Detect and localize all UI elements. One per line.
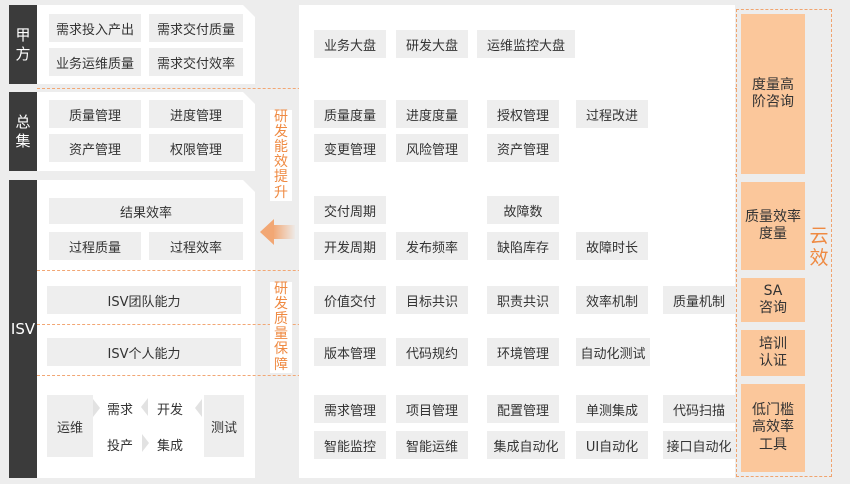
defect-inventory: 缺陷库存 [487, 232, 559, 260]
advanced-metrics-consulting-text: 度量高阶咨询 [752, 76, 794, 111]
cloud-effect-column [736, 9, 832, 477]
quality-label-text: 研发质量保障 [274, 281, 288, 373]
devops-prod: 投产 [102, 431, 138, 457]
fault-duration: 故障时长 [576, 232, 648, 260]
sa-consulting: SA咨询 [741, 278, 805, 322]
environment-management: 环境管理 [487, 338, 559, 366]
efficiency-mechanism: 效率机制 [576, 286, 648, 314]
devops-integ: 集成 [152, 431, 188, 457]
training-certification-text: 培训认证 [759, 335, 787, 370]
sa-consulting-text: SA咨询 [759, 282, 787, 317]
smart-ops: 智能运维 [396, 431, 468, 459]
section-jiafang: 甲方 [9, 5, 37, 84]
process-quality: 过程质量 [49, 232, 141, 260]
result-efficiency: 结果效率 [49, 198, 243, 224]
devops-test: 测试 [204, 395, 244, 457]
quality-efficiency-metrics-text: 质量效率度量 [745, 208, 801, 243]
training-certification: 培训认证 [741, 330, 805, 376]
progress-metrics: 进度度量 [396, 100, 468, 128]
ops-monitor-dashboard: 运维监控大盘 [477, 30, 575, 58]
chevron-left-icon [195, 399, 202, 417]
business-dashboard: 业务大盘 [314, 30, 386, 58]
goal-consensus: 目标共识 [396, 286, 468, 314]
chevron-left-icon [141, 398, 148, 416]
section-zongji: 总集 [9, 92, 37, 171]
api-automation: 接口自动化 [663, 431, 735, 459]
efficiency-improvement-label: 研发能效提升 [270, 109, 292, 201]
devops-req: 需求 [102, 395, 138, 421]
risk-management: 风险管理 [396, 134, 468, 162]
section-isv: ISV [9, 180, 37, 478]
quality-mechanism: 质量机制 [663, 286, 735, 314]
version-management: 版本管理 [314, 338, 386, 366]
low-barrier-tools-text: 低门槛高效率工具 [752, 401, 794, 453]
unit-test-integration: 单测集成 [576, 395, 648, 423]
arrow-left-icon [260, 219, 274, 245]
authorization-management: 授权管理 [487, 100, 559, 128]
efficiency-label-text: 研发能效提升 [274, 109, 288, 201]
delivery-cycle: 交付周期 [314, 196, 386, 224]
dev-cycle: 开发周期 [314, 232, 386, 260]
section-isv-label: ISV [10, 319, 36, 338]
quality-metrics: 质量度量 [314, 100, 386, 128]
chevron-right-icon [93, 399, 100, 417]
change-management: 变更管理 [314, 134, 386, 162]
section-zongji-label: 总集 [15, 112, 31, 150]
process-efficiency: 过程效率 [149, 232, 243, 260]
metric-demand-delivery-quality: 需求交付质量 [149, 14, 243, 42]
metric-business-ops-quality: 业务运维质量 [49, 48, 141, 76]
low-barrier-tools: 低门槛高效率工具 [741, 384, 805, 472]
integration-automation: 集成自动化 [487, 431, 565, 459]
ui-automation: UI自动化 [576, 431, 648, 459]
quality-assurance-label: 研发质量保障 [270, 281, 292, 373]
cloud-effect-text: 云效 [809, 225, 829, 269]
process-improvement: 过程改进 [576, 100, 648, 128]
devops-dev: 开发 [152, 395, 188, 421]
duty-consensus: 职责共识 [487, 286, 559, 314]
advanced-metrics-consulting: 度量高阶咨询 [741, 14, 805, 174]
metric-demand-delivery-efficiency: 需求交付效率 [149, 48, 243, 76]
rd-dashboard: 研发大盘 [396, 30, 468, 58]
project-management: 项目管理 [396, 395, 468, 423]
progress-management: 进度管理 [149, 100, 243, 128]
smart-monitoring: 智能监控 [314, 431, 386, 459]
devops-ops: 运维 [47, 395, 93, 457]
quality-management: 质量管理 [49, 100, 141, 128]
cloud-effect-label: 云效 [809, 225, 831, 270]
metric-demand-input-output: 需求投入产出 [49, 14, 141, 42]
automated-testing: 自动化测试 [576, 338, 650, 366]
value-delivery: 价值交付 [314, 286, 386, 314]
arrow-body [273, 225, 295, 239]
isv-team-capability: ISV团队能力 [47, 286, 241, 314]
quality-efficiency-metrics: 质量效率度量 [741, 182, 805, 270]
isv-personal-capability: ISV个人能力 [47, 338, 241, 366]
asset-management-mid: 资产管理 [487, 134, 559, 162]
fault-count: 故障数 [487, 196, 559, 224]
config-management: 配置管理 [487, 395, 559, 423]
chevron-right-icon [142, 434, 149, 452]
release-frequency: 发布频率 [396, 232, 468, 260]
section-jiafang-label: 甲方 [15, 25, 31, 63]
asset-management: 资产管理 [49, 134, 141, 162]
permission-management: 权限管理 [149, 134, 243, 162]
requirement-management: 需求管理 [314, 395, 386, 423]
code-scanning: 代码扫描 [663, 395, 735, 423]
code-convention: 代码规约 [396, 338, 468, 366]
